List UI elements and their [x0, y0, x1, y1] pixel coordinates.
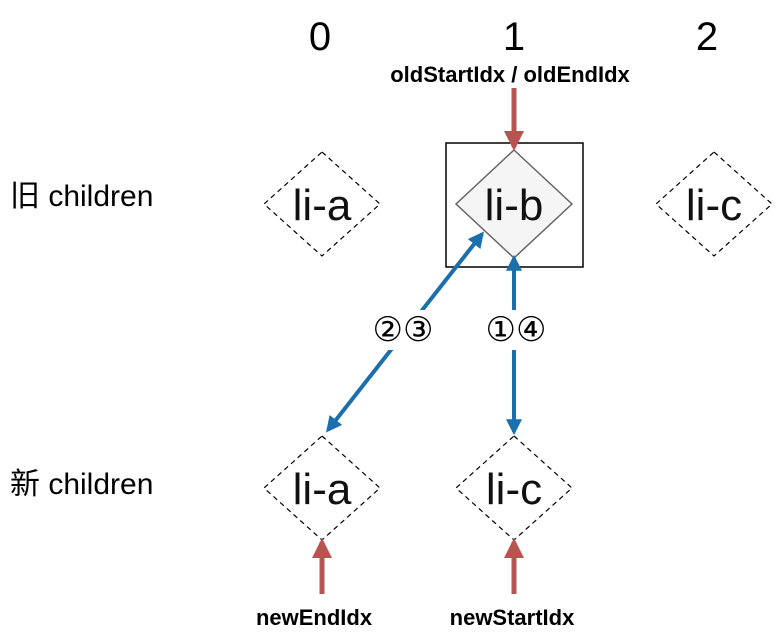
new-start-pointer-label: newStartIdx: [450, 605, 575, 630]
vertical-step-label-bg: [476, 310, 556, 350]
old-node-li-a-diamond: [263, 151, 381, 257]
new-node-li-a-label: li-a: [293, 465, 352, 514]
index-label-1: 1: [503, 15, 525, 59]
old-children-label: 旧 children: [10, 180, 153, 213]
index-label-2: 2: [696, 15, 718, 59]
diagonal-step-label: ②③: [373, 310, 434, 350]
old-node-li-b-label: li-b: [485, 181, 544, 230]
old-node-li-a-label: li-a: [293, 181, 352, 230]
new-children-label: 新 children: [10, 468, 153, 501]
diagonal-step-label-bg: [364, 310, 442, 350]
new-node-li-c-label: li-c: [486, 465, 542, 514]
new-end-pointer-label: newEndIdx: [256, 605, 373, 630]
old-node-li-c-label: li-c: [686, 181, 742, 230]
old-start-end-pointer-label: oldStartIdx / oldEndIdx: [390, 62, 630, 87]
index-label-0: 0: [309, 15, 331, 59]
old-node-li-c-diamond: [655, 151, 773, 257]
vertical-step-label: ①④: [486, 310, 547, 350]
